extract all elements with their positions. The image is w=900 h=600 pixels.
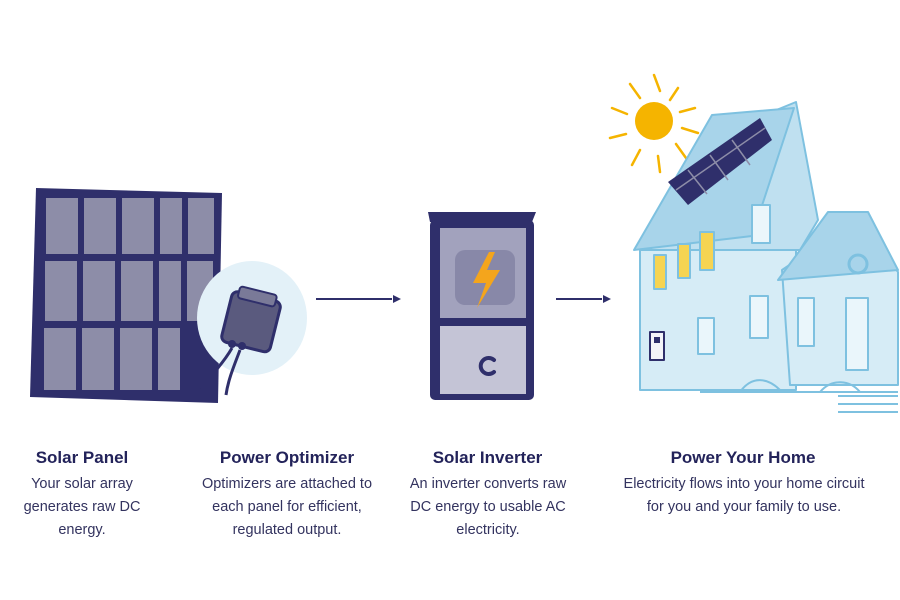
solar-panel-description: Your solar array generates raw DC energy… (23, 476, 141, 538)
solar-inverter-description: An inverter converts raw DC energy to us… (409, 476, 567, 538)
flow-arrow-1 (316, 295, 401, 303)
power-your-home-description: Electricity flows into your home circuit… (623, 476, 865, 515)
flow-arrow-2 (556, 295, 611, 303)
sun-illustration (608, 73, 700, 174)
solar-panel-title: Solar Panel (35, 448, 129, 467)
solar-inverter-illustration (428, 212, 536, 400)
solar-panel-illustration (30, 188, 222, 403)
house-illustration (633, 101, 899, 413)
power-optimizer-illustration (197, 261, 307, 396)
solar-inverter-title: Solar Inverter (432, 448, 543, 467)
power-optimizer-title: Power Optimizer (219, 448, 355, 467)
power-optimizer-description: Optimizers are attached to each panel fo… (201, 476, 373, 538)
power-your-home-title: Power Your Home (670, 448, 816, 467)
